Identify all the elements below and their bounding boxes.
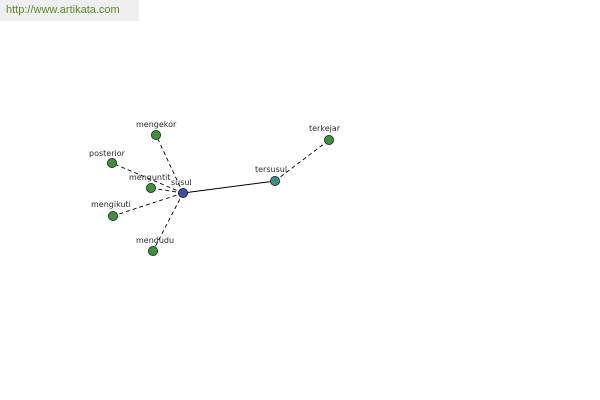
node-label-tersusul: tersusul [255,165,287,174]
node-tersusul[interactable] [269,175,280,186]
node-mengikuti[interactable] [108,210,119,221]
edge-susul-mendudu [152,192,184,252]
node-label-mengekor: mengekor [136,120,177,129]
node-susul[interactable] [177,187,188,198]
node-posterior[interactable] [107,157,118,168]
node-label-mendudu: mendudu [136,236,174,245]
edge-tersusul-terkejar [274,139,330,182]
edge-susul-tersusul [182,180,276,194]
node-label-mengikuti: mengikuti [91,200,131,209]
node-label-terkejar: terkejar [309,124,341,133]
source-banner: http://www.artikata.com [0,0,139,21]
node-label-susul: susul [171,178,192,187]
edge-susul-posterior [111,162,184,194]
edge-susul-mengikuti [112,192,184,217]
source-link[interactable]: http://www.artikata.com [6,4,120,16]
nodes-layer [107,129,334,256]
edge-susul-mengekor [155,134,184,194]
edge-susul-menguntit [150,187,184,194]
node-label-menguntit: menguntit [129,173,171,182]
edges-layer [111,134,330,252]
node-mengekor[interactable] [150,129,161,140]
node-mendudu[interactable] [147,245,158,256]
labels-layer: susul tersusul terkejar mengekor posterior me… [89,120,341,245]
node-label-posterior: posterior [89,149,126,158]
node-terkejar[interactable] [323,134,334,145]
node-menguntit[interactable] [145,182,156,193]
